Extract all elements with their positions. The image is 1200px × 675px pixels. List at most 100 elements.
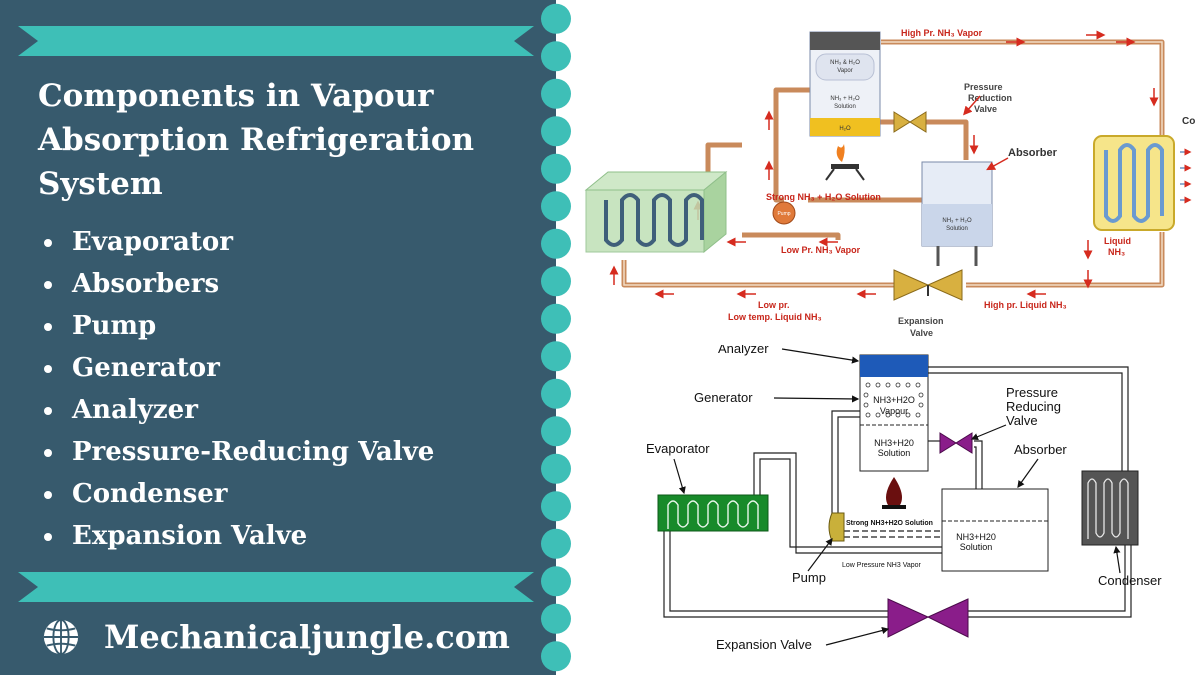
svg-text:NH₃ + H₂O: NH₃ + H₂O — [830, 96, 860, 102]
bullet-icon — [44, 491, 52, 499]
svg-text:Vapor: Vapor — [837, 68, 853, 74]
bullet-icon — [44, 449, 52, 457]
svg-text:Low temp. Liquid NH₃: Low temp. Liquid NH₃ — [728, 312, 822, 322]
component-label: Expansion Valve — [72, 521, 308, 551]
scallop-bump — [541, 191, 571, 222]
svg-text:NH₃ + H₂O: NH₃ + H₂O — [942, 218, 972, 224]
svg-text:NH3+H20: NH3+H20 — [956, 532, 996, 542]
scallop-bump — [541, 641, 571, 672]
svg-text:Expansion Valve: Expansion Valve — [716, 637, 812, 652]
pressure-reduction-valve — [893, 111, 927, 133]
svg-text:Reducing: Reducing — [1006, 399, 1061, 414]
component-label: Analyzer — [72, 395, 198, 425]
burner-flame — [825, 144, 865, 181]
svg-text:Strong NH₃ + H₂O Solution: Strong NH₃ + H₂O Solution — [766, 192, 881, 202]
pipe-cores — [623, 41, 1163, 286]
svg-text:Liquid: Liquid — [1104, 236, 1131, 246]
component-label: Pump — [72, 311, 157, 341]
svg-text:High pr. Liquid NH₃: High pr. Liquid NH₃ — [984, 300, 1067, 310]
svg-text:Pump: Pump — [792, 570, 826, 585]
svg-text:NH3+H2O: NH3+H2O — [873, 395, 915, 405]
generator-box: NH₃ & H₂O Vapor NH₃ + H₂O Solution H₂O — [809, 31, 881, 137]
pump: Pump — [772, 201, 796, 225]
scalloped-edge — [540, 0, 571, 675]
flow-arrows — [609, 30, 1159, 299]
pump — [828, 512, 845, 542]
pipes — [663, 366, 1132, 618]
svg-text:Valve: Valve — [1006, 413, 1038, 428]
svg-text:Solution: Solution — [834, 104, 856, 110]
component-item: Pump — [40, 306, 434, 348]
component-label: Absorbers — [72, 269, 220, 299]
bullet-icon — [44, 407, 52, 415]
scallop-bump — [541, 491, 571, 522]
svg-text:Pressure: Pressure — [964, 82, 1003, 92]
bullet-icon — [44, 533, 52, 541]
top-ribbon — [18, 26, 534, 56]
scallop-bump — [541, 3, 571, 34]
component-label: Condenser — [72, 479, 228, 509]
scallop-bump — [541, 528, 571, 559]
bottom-diagram: NH3+H2O Vapour NH3+H20 Solution NH3+H20 … — [646, 345, 1162, 652]
bullet-icon — [44, 323, 52, 331]
component-item: Pressure-Reducing Valve — [40, 432, 434, 474]
svg-text:NH₃: NH₃ — [1108, 247, 1125, 257]
scallop-bump — [541, 41, 571, 72]
component-item: Expansion Valve — [40, 516, 434, 558]
expansion-valve — [887, 598, 969, 638]
scallop-bump — [541, 566, 571, 597]
svg-text:Analyzer: Analyzer — [718, 345, 769, 356]
bullet-icon — [44, 365, 52, 373]
condenser-box — [1093, 135, 1192, 231]
evaporator-box — [584, 170, 728, 254]
svg-text:H₂O: H₂O — [839, 126, 851, 132]
bullet-icon — [44, 239, 52, 247]
svg-text:Solution: Solution — [878, 448, 911, 458]
svg-text:Evaporator: Evaporator — [646, 441, 710, 456]
svg-text:Strong NH3+H2O Solution: Strong NH3+H2O Solution — [846, 520, 933, 527]
info-panel: Components in Vapour Absorption Refriger… — [0, 0, 556, 675]
svg-text:Valve: Valve — [974, 104, 997, 114]
burner-flame — [882, 477, 906, 509]
component-item: Evaporator — [40, 222, 434, 264]
bottom-ribbon — [18, 572, 534, 602]
svg-text:Pressure: Pressure — [1006, 385, 1058, 400]
component-label: Generator — [72, 353, 220, 383]
absorber-box: NH₃ + H₂O Solution — [921, 161, 993, 266]
svg-text:Low Pr. NH₃ Vapor: Low Pr. NH₃ Vapor — [781, 245, 861, 255]
scallop-bump — [541, 341, 571, 372]
pressure-reducing-valve — [939, 432, 973, 454]
component-item: Absorbers — [40, 264, 434, 306]
svg-text:NH3+H20: NH3+H20 — [874, 438, 914, 448]
scallop-bump — [541, 416, 571, 447]
scallop-bump — [541, 303, 571, 334]
strong-solution-line — [844, 530, 942, 538]
top-diagram: NH₃ & H₂O Vapor NH₃ + H₂O Solution H₂O N… — [584, 28, 1195, 338]
generator-box: NH3+H2O Vapour NH3+H20 Solution — [859, 354, 929, 472]
component-item: Condenser — [40, 474, 434, 516]
scallop-bump — [541, 78, 571, 109]
component-label: Pressure-Reducing Valve — [72, 437, 435, 467]
svg-text:NH₃ & H₂O: NH₃ & H₂O — [830, 60, 860, 66]
svg-text:Absorber: Absorber — [1014, 442, 1067, 457]
svg-text:Low Pressure NH3 Vapor: Low Pressure NH3 Vapor — [842, 562, 922, 569]
expansion-valve — [893, 269, 963, 301]
scallop-bump — [541, 228, 571, 259]
scallop-bump — [541, 153, 571, 184]
scallop-bump — [541, 116, 571, 147]
page-title: Components in Vapour Absorption Refriger… — [38, 78, 475, 202]
svg-text:Co: Co — [1182, 116, 1195, 127]
svg-text:Solution: Solution — [946, 226, 968, 232]
site-name[interactable]: Mechanicaljungle.com — [104, 618, 510, 656]
svg-text:Pump: Pump — [777, 211, 790, 217]
svg-text:Valve: Valve — [910, 328, 933, 338]
svg-text:Absorber: Absorber — [1008, 147, 1058, 159]
svg-text:Vapour: Vapour — [880, 406, 908, 416]
svg-text:Solution: Solution — [960, 542, 993, 552]
scallop-bump — [541, 453, 571, 484]
component-item: Analyzer — [40, 390, 434, 432]
svg-text:Generator: Generator — [694, 390, 753, 405]
scallop-bump — [541, 266, 571, 297]
component-item: Generator — [40, 348, 434, 390]
